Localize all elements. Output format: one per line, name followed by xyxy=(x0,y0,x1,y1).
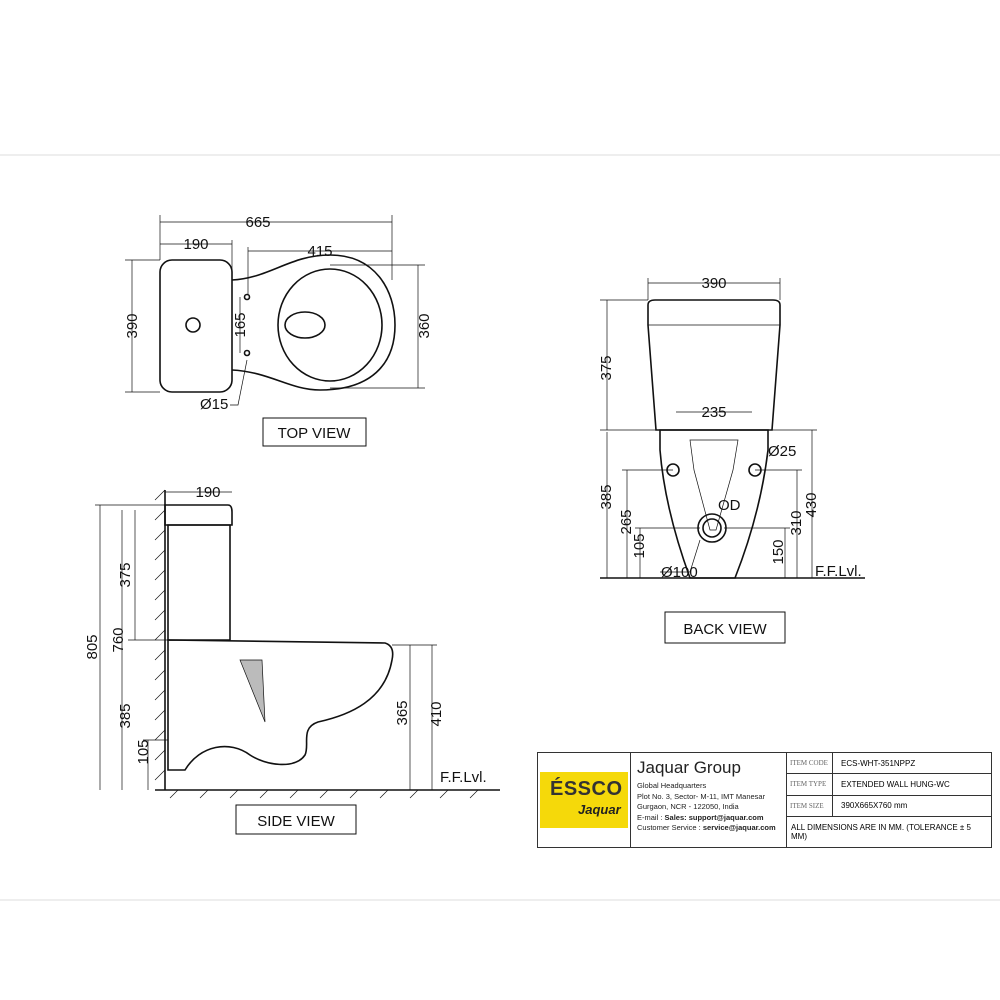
address-line: Plot No. 3, Sector- M-11, IMT Manesar xyxy=(637,791,766,801)
essco-logo: ÉSSCO Jaquar xyxy=(540,772,628,828)
service-value: service@jaquar.com xyxy=(702,823,776,832)
dim-375-back: 375 xyxy=(598,355,615,380)
email-line: E-mail : Sales: support@jaquar.com xyxy=(637,813,780,824)
item-size-row: ITEM SIZE 390X665X760 mm xyxy=(787,795,991,817)
company-info: Jaquar Group Global Headquarters Plot No… xyxy=(631,753,787,847)
dim-190: 190 xyxy=(183,236,208,253)
dim-760: 760 xyxy=(110,627,127,652)
dim-430: 430 xyxy=(803,492,820,517)
item-code-label: ITEM CODE xyxy=(787,753,833,774)
floor-level-side: F.F.Lvl. xyxy=(440,769,487,786)
service-label: Customer Service : xyxy=(637,823,703,832)
dim-o25: Ø25 xyxy=(768,443,796,460)
title-block: ÉSSCO Jaquar Jaquar Group Global Headqua… xyxy=(537,752,992,848)
top-view-label: TOP VIEW xyxy=(278,425,352,442)
address-line: Global Headquarters xyxy=(637,781,707,790)
address-line: Gurgaon, NCR - 122050, India xyxy=(637,802,739,811)
item-code-row: ITEM CODE ECS-WHT-351NPPZ xyxy=(787,753,991,775)
dim-665: 665 xyxy=(245,214,270,231)
dim-375-side: 375 xyxy=(117,562,134,587)
dim-105-back: 105 xyxy=(631,533,648,558)
top-view: 665 190 415 390 360 165 Ø15 TOP VIEW xyxy=(124,214,433,447)
dim-390-back: 390 xyxy=(701,275,726,292)
dim-410: 410 xyxy=(428,701,445,726)
dim-265: 265 xyxy=(618,509,635,534)
item-type-label: ITEM TYPE xyxy=(787,774,833,795)
item-size-label: ITEM SIZE xyxy=(787,795,833,816)
dim-190-side: 190 xyxy=(195,484,220,501)
logo-cell: ÉSSCO Jaquar xyxy=(538,753,631,847)
dimensions-note: ALL DIMENSIONS ARE IN MM. (TOLERANCE ± 5… xyxy=(791,822,971,841)
dim-805: 805 xyxy=(84,634,101,659)
od-label: OD xyxy=(718,497,741,514)
side-view: 190 805 760 375 385 105 365 410 F.F.Lvl.… xyxy=(84,484,500,835)
dim-360: 360 xyxy=(416,313,433,338)
dim-o100: Ø100 xyxy=(661,564,698,581)
side-view-label: SIDE VIEW xyxy=(257,813,335,830)
dim-365: 365 xyxy=(394,700,411,725)
dim-415: 415 xyxy=(307,243,332,260)
email-value: Sales: support@jaquar.com xyxy=(664,812,764,822)
dim-165: 165 xyxy=(232,312,249,337)
dim-o15: Ø15 xyxy=(200,396,228,413)
floor-level-back: F.F.Lvl. xyxy=(815,563,862,580)
company-name: Jaquar Group xyxy=(637,758,741,777)
back-view-label: BACK VIEW xyxy=(683,621,767,638)
dim-310: 310 xyxy=(788,510,805,535)
dim-105-side: 105 xyxy=(135,739,152,764)
item-size-value: 390X665X760 mm xyxy=(841,801,908,811)
item-info: ITEM CODE ECS-WHT-351NPPZ ITEM TYPE EXTEND… xyxy=(787,753,991,847)
dim-390: 390 xyxy=(124,313,141,338)
dim-150: 150 xyxy=(770,539,787,564)
brand-sub-logo: Jaquar xyxy=(578,802,621,817)
item-type-value: EXTENDED WALL HUNG-WC xyxy=(841,779,950,789)
dim-235: 235 xyxy=(701,404,726,421)
dim-385-back: 385 xyxy=(598,484,615,509)
brand-logo-text: ÉSSCO xyxy=(550,778,623,800)
dim-385-side: 385 xyxy=(117,703,134,728)
service-line: Customer Service : service@jaquar.com xyxy=(637,823,780,834)
email-label: E-mail : xyxy=(637,812,665,822)
item-code-value: ECS-WHT-351NPPZ xyxy=(841,758,916,768)
item-type-row: ITEM TYPE EXTENDED WALL HUNG-WC xyxy=(787,774,991,796)
back-view: 390 375 235 Ø25 385 265 105 150 310 430 … xyxy=(598,275,865,644)
